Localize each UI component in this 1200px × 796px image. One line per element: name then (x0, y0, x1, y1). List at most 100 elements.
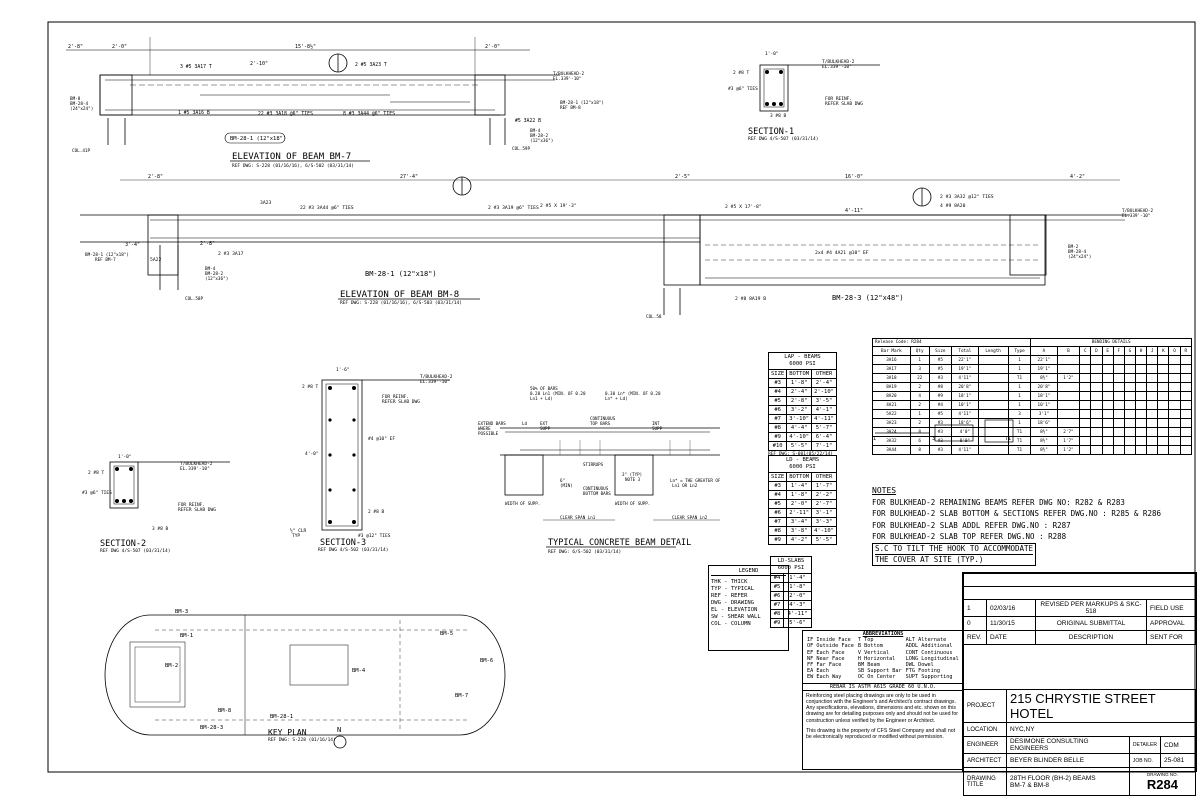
svg-text:2'-8": 2'-8" (200, 241, 215, 247)
svg-text:BM-28-2: BM-28-2 (530, 133, 549, 139)
svg-text:REFER SLAB DWG: REFER SLAB DWG (825, 101, 863, 107)
cell: #3 (767, 378, 788, 388)
cell: T1 (1007, 427, 1032, 437)
svg-text:1'-6": 1'-6" (336, 367, 350, 373)
cell: 3A17 (872, 364, 911, 374)
section3-labels: 1'-6" 2 #8 T #4 @10" EF 2 #8 B #3 @12" T… (290, 367, 453, 539)
header-cell: O (1168, 346, 1181, 356)
cell (1101, 355, 1114, 365)
cell: 5'-5" (811, 535, 837, 545)
cell: 3A32 (872, 436, 911, 446)
svg-text:Ln1 OR Ln2: Ln1 OR Ln2 (672, 483, 698, 488)
svg-text:(MIN): (MIN) (560, 483, 573, 488)
cell (1179, 391, 1193, 401)
cell: #5 (928, 355, 953, 365)
cell: 18'1" (1030, 391, 1058, 401)
elev-bm8-ref: REF DWG: S-228 (01/16/16), 6/S-503 (03/3… (340, 300, 462, 306)
cell: 02/03/16 (986, 599, 1036, 617)
header-cell: J (1146, 346, 1159, 356)
typical-detail-title: TYPICAL CONCRETE BEAM DETAIL (548, 538, 691, 548)
header-cell: G (1123, 346, 1137, 356)
note-line: FOR BULKHEAD-2 REMAINING BEAMS REFER DWG… (872, 497, 1125, 507)
svg-text:N: N (337, 726, 341, 734)
svg-text:CONTINUOUS: CONTINUOUS (590, 416, 616, 421)
svg-text:2'-0": 2'-0" (485, 44, 500, 50)
cell (1146, 391, 1159, 401)
cell: 18'6" (1030, 418, 1058, 428)
cell: 20'8" (1030, 382, 1058, 392)
cell (1135, 409, 1148, 419)
svg-text:2 #8 8A19 B: 2 #8 8A19 B (735, 296, 766, 302)
rebar-spec: REBAR IS ASTM A615 GRADE 60 U.N.O. (803, 682, 963, 691)
cell: 3 (909, 364, 930, 374)
svg-text:CLEAR SPAN Ln2: CLEAR SPAN Ln2 (672, 515, 708, 520)
cell: T1 (1007, 436, 1032, 446)
cell (1090, 382, 1103, 392)
cell: 3A24 (872, 427, 911, 437)
svg-text:2 #5 X 17'-8": 2 #5 X 17'-8" (725, 204, 762, 210)
cell: 1 (1007, 400, 1032, 410)
architect: BEYER BLINDER BELLE (1006, 753, 1130, 768)
cell (1146, 364, 1159, 374)
abbr-item: V Vertical (857, 649, 890, 656)
svg-text:COL.59P: COL.59P (512, 146, 531, 152)
svg-text:REF BM-7: REF BM-7 (95, 257, 116, 263)
header-cell: B (1056, 346, 1081, 356)
cell (1123, 382, 1137, 392)
cell: 1'7" (1056, 436, 1081, 446)
elev-bm7-beam-tag: BM-28-1 (12"x18") (230, 136, 286, 142)
section1-drawing (759, 64, 880, 112)
cell (1056, 409, 1081, 419)
svg-text:SUPP: SUPP (652, 426, 663, 431)
cell (1101, 382, 1114, 392)
cell: 3'-1" (811, 508, 837, 518)
cell: 2'-8" (786, 396, 813, 406)
cell (1146, 427, 1159, 437)
svg-text:1'-0": 1'-0" (765, 51, 779, 57)
ld-slabs-subtitle: 6000 PSI (777, 565, 805, 571)
cell: 3'-3" (811, 517, 837, 527)
cell (1101, 436, 1114, 446)
cell: T1 (1007, 445, 1032, 455)
cell (1168, 391, 1181, 401)
legend-item: TYP - TYPICAL (711, 586, 755, 592)
cell (1090, 373, 1103, 383)
svg-text:STIRRUPS: STIRRUPS (583, 462, 604, 467)
cell: 4'-10" (811, 526, 837, 536)
cell (1079, 427, 1092, 437)
cell (1179, 382, 1193, 392)
section1-title: SECTION-1 (748, 127, 794, 137)
abbr-item: IF Inside Face (807, 637, 851, 644)
cell: #4 (767, 387, 788, 397)
boxed-note: S.C TO TILT THE HOOK TO ACCOMMODATE THE … (872, 542, 1037, 566)
svg-text:0.30 Ln* (MIN. OF 0.20: 0.30 Ln* (MIN. OF 0.20 (605, 391, 661, 396)
header-cell: Total (951, 346, 979, 356)
section1-ref: REF DWG 4/S-507 (03/31/14) (748, 136, 818, 142)
cell: 3 (1007, 409, 1032, 419)
ld-title: LD - BEAMS (785, 457, 820, 463)
drawing-sheet: ELEVATION OF BEAM BM-7 REF DWG: S-228 (0… (47, 21, 1197, 796)
cell: 8½" (1030, 445, 1058, 455)
svg-text:2'-5": 2'-5" (675, 174, 690, 180)
elev-bm8-title: ELEVATION OF BEAM BM-8 (340, 290, 459, 300)
header-cell: A (1030, 346, 1058, 356)
svg-text:BM-4: BM-4 (530, 128, 541, 134)
engineer: DESIMONE CONSULTING ENGINEERS (1006, 736, 1130, 754)
cell (977, 400, 1009, 410)
cell (977, 373, 1009, 383)
svg-text:16'-0": 16'-0" (845, 174, 863, 180)
cell (1079, 382, 1092, 392)
svg-text:REFER SLAB DWG: REFER SLAB DWG (178, 507, 216, 513)
svg-text:4'-2": 4'-2" (1070, 174, 1085, 180)
cell: #6 (767, 508, 788, 518)
note-line: FOR BULKHEAD-2 SLAB BOTTOM & SECTIONS RE… (872, 509, 1161, 518)
cell: 1'-8" (786, 490, 813, 500)
cell: 10'1" (1030, 400, 1058, 410)
